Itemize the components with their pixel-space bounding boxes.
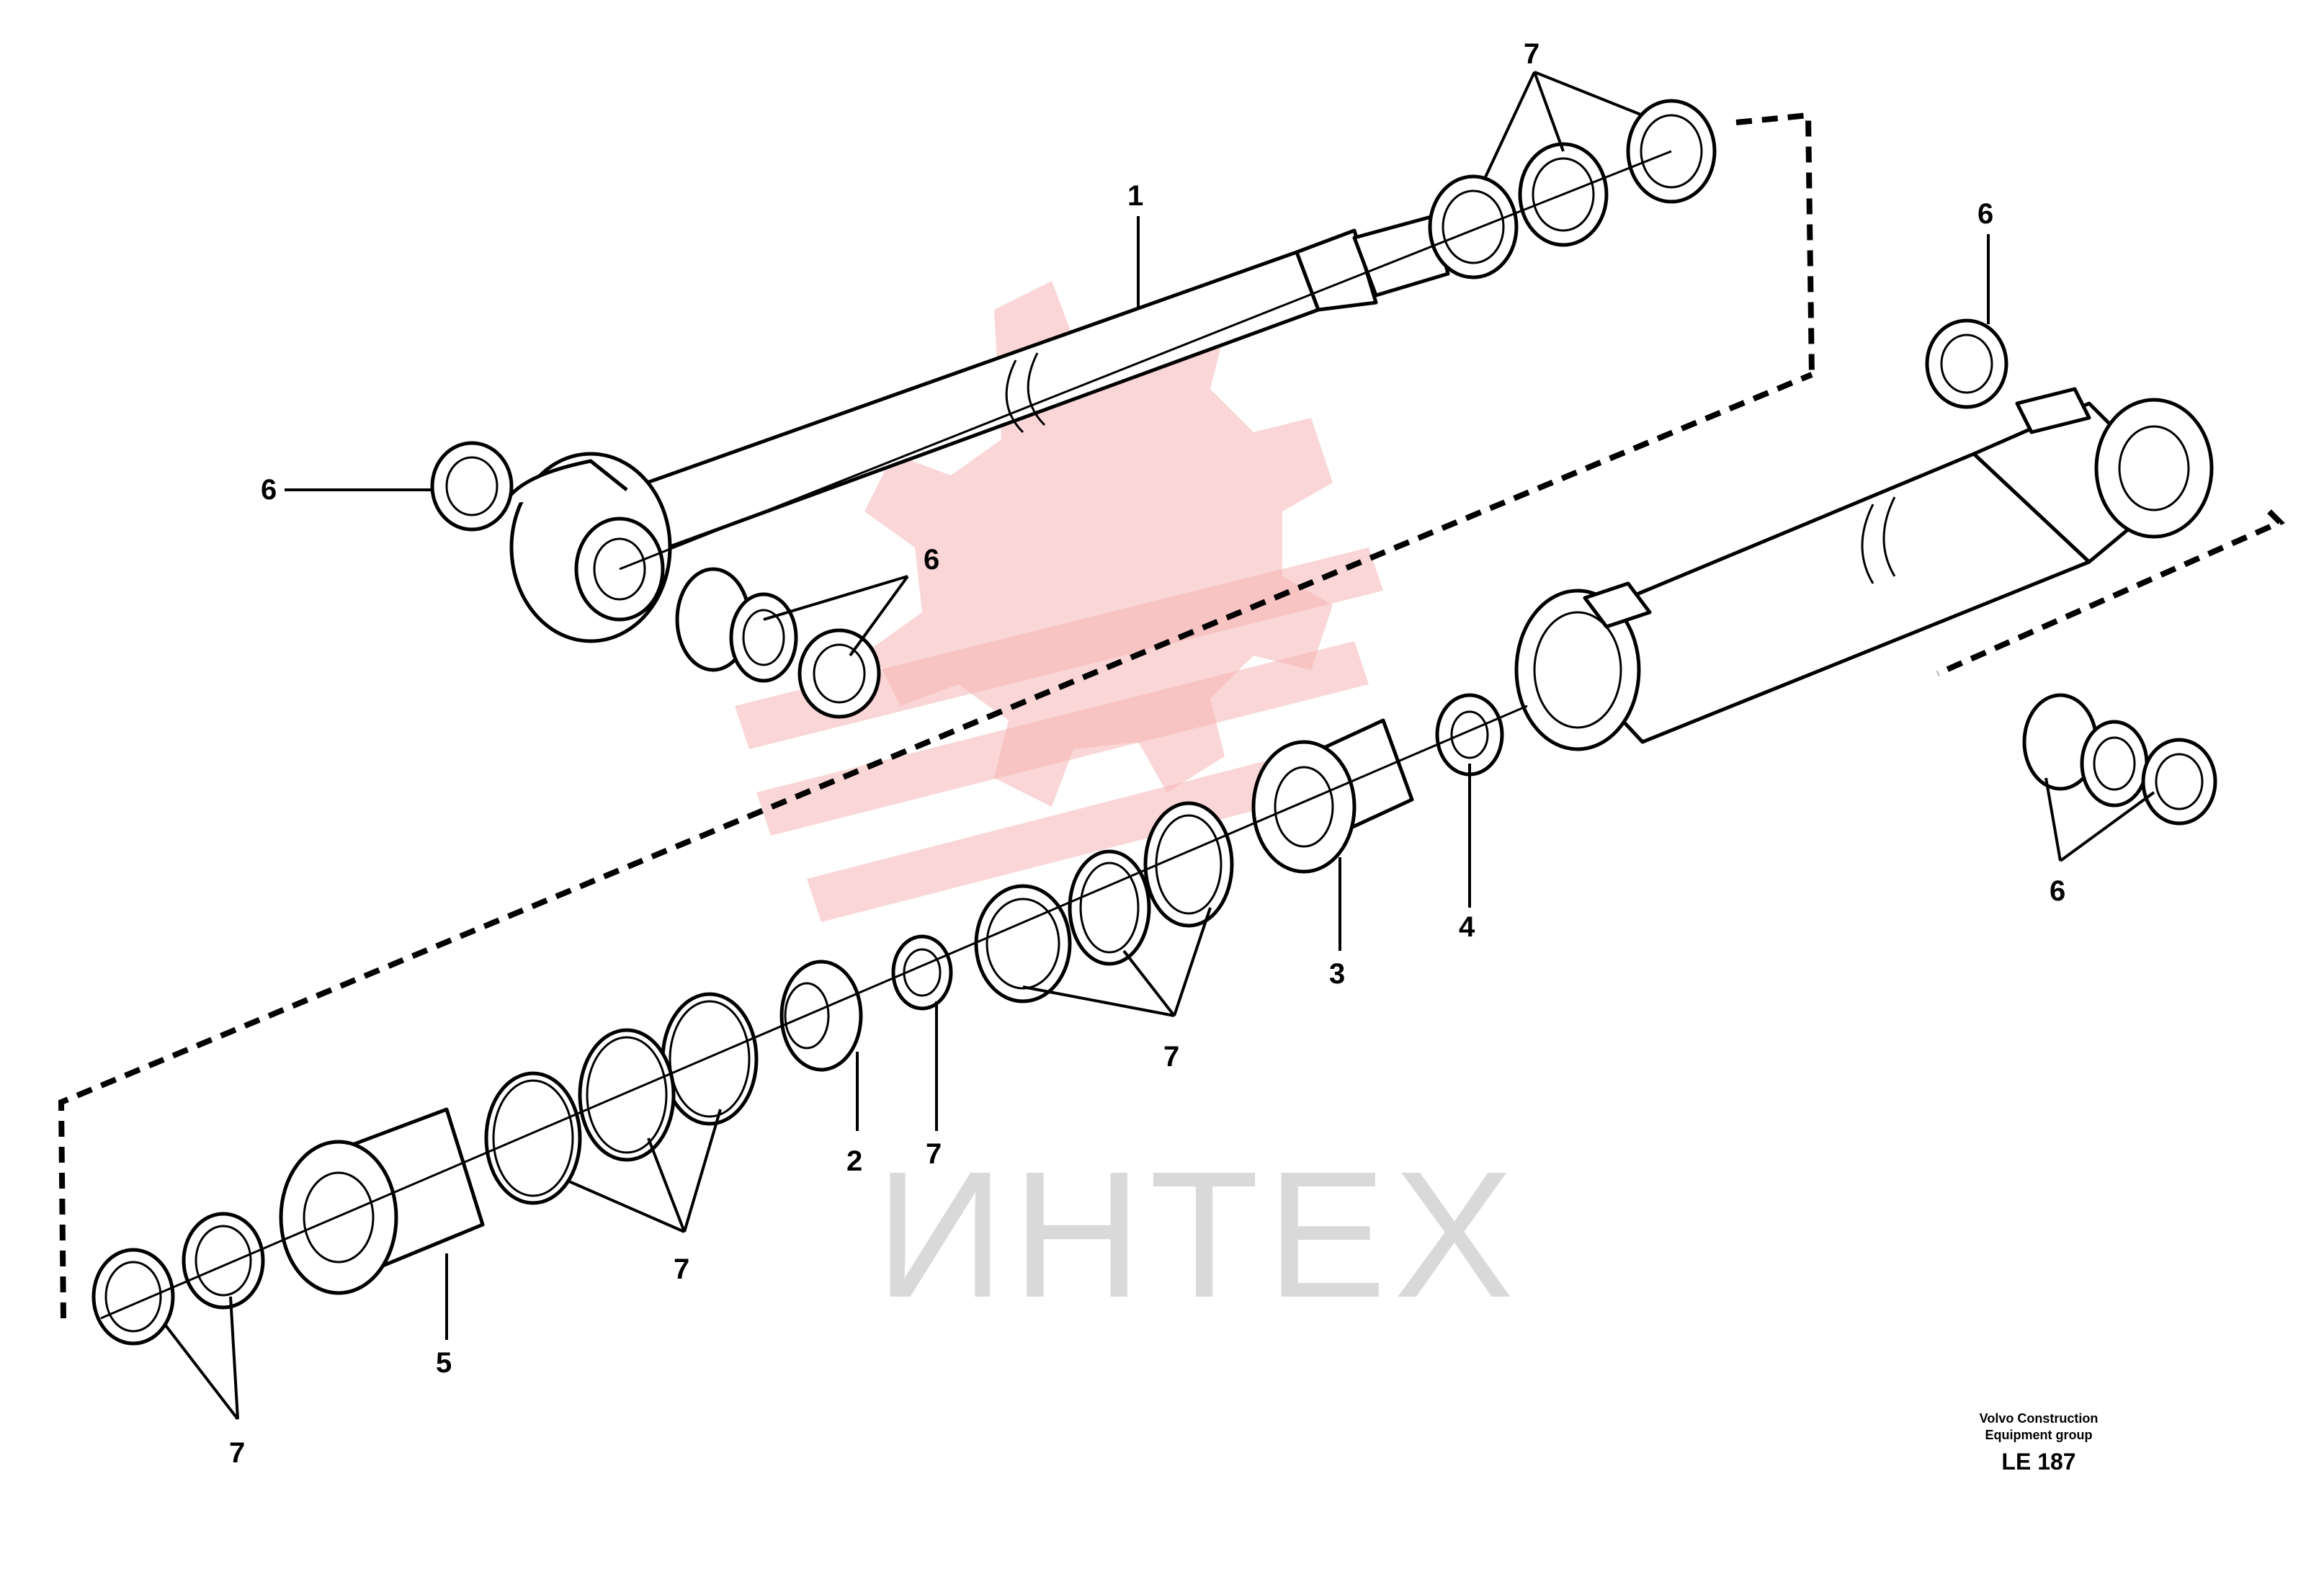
cylinder-head bbox=[279, 1107, 485, 1295]
rod-axis-line bbox=[619, 150, 1672, 571]
o-ring-7-3 bbox=[484, 1071, 582, 1205]
o-ring-7-2 bbox=[578, 1028, 676, 1162]
bushing-6d bbox=[2022, 693, 2149, 808]
rod-end-bushing bbox=[675, 567, 798, 683]
leader-lines bbox=[164, 71, 2155, 1421]
assembly-dashed-line-left bbox=[58, 372, 1813, 1319]
callout-7-bottom: 7 bbox=[229, 1437, 245, 1469]
callout-7-top: 7 bbox=[1524, 38, 1539, 70]
assembly-dashed-line-top bbox=[1735, 112, 1815, 375]
assembly-axis-line bbox=[100, 705, 1528, 1320]
seal-ring-7-bottom-2 bbox=[91, 1248, 175, 1346]
watermark-text: ИНТЕХ bbox=[875, 1134, 1521, 1335]
callout-2: 2 bbox=[846, 1145, 862, 1177]
piston bbox=[1251, 718, 1414, 874]
lock-nut bbox=[1435, 693, 1504, 777]
o-ring-7-1 bbox=[661, 992, 759, 1126]
callout-7-mid: 7 bbox=[1163, 1041, 1179, 1073]
cylinder-tube bbox=[1514, 387, 2214, 751]
seal-ring-6b bbox=[797, 628, 881, 719]
piston-rod bbox=[502, 214, 1450, 643]
seal-ring-7-mid-1 bbox=[1143, 801, 1234, 928]
assembly-dashed-line-right bbox=[1936, 509, 2285, 676]
caption-code: LE 187 bbox=[2001, 1449, 2075, 1475]
seal-ring-7-mid-3 bbox=[974, 884, 1072, 1003]
callout-5: 5 bbox=[436, 1347, 452, 1379]
caption-company: Volvo Construction bbox=[1980, 1411, 2099, 1426]
caption-group: Equipment group bbox=[1985, 1428, 2093, 1442]
seal-ring-6a bbox=[430, 441, 514, 532]
seal-ring-7-top-1 bbox=[1428, 174, 1519, 280]
callout-6-rod-end: 6 bbox=[261, 474, 277, 506]
callout-6-tube-bushing: 6 bbox=[2050, 875, 2065, 907]
callout-4: 4 bbox=[1459, 911, 1475, 943]
callout-6-tube: 6 bbox=[1977, 198, 1993, 230]
seal-ring-7-mid-2 bbox=[1068, 849, 1151, 966]
seal-ring-7-bottom-1 bbox=[182, 1212, 265, 1310]
callout-7-small: 7 bbox=[926, 1138, 942, 1170]
seal-ring-6c bbox=[1925, 318, 2008, 409]
seal-ring-7-small bbox=[891, 934, 953, 1011]
seal-ring-6e bbox=[2141, 738, 2217, 826]
callout-7-orings: 7 bbox=[674, 1253, 689, 1285]
callout-6-bushing: 6 bbox=[924, 544, 939, 576]
callout-3: 3 bbox=[1329, 958, 1345, 990]
watermark-gear-logo bbox=[735, 281, 1383, 922]
guide-bushing bbox=[779, 960, 863, 1072]
callout-1: 1 bbox=[1127, 180, 1143, 212]
